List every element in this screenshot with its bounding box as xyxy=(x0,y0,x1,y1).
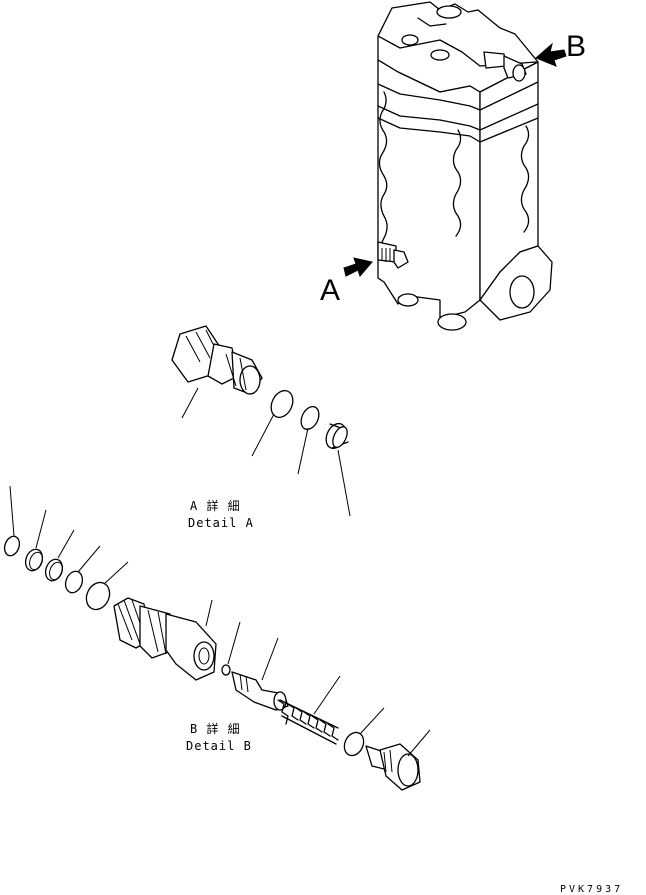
detail-b-title-jp: B 詳 細 xyxy=(190,721,241,736)
detail-b-gasket xyxy=(343,731,365,757)
detail-a-o-ring-1 xyxy=(270,389,294,419)
leader-b6 xyxy=(205,599,213,627)
detail-b-title-en: Detail B xyxy=(186,739,252,753)
valve-assembly xyxy=(377,1,553,331)
leader-b5 xyxy=(103,561,129,585)
leader-b1 xyxy=(9,485,15,537)
leader-b11 xyxy=(407,729,431,757)
leader-a4 xyxy=(337,449,351,517)
leader-b10 xyxy=(359,707,385,735)
detail-b-ring-4 xyxy=(64,570,84,594)
callout-arrow-b xyxy=(535,42,567,67)
detail-a-title-jp: A 詳 細 xyxy=(190,498,241,513)
leader-a3 xyxy=(297,427,309,475)
detail-b-small-ring xyxy=(221,664,231,676)
detail-a-plug xyxy=(171,325,263,395)
detail-a-title-en: Detail A xyxy=(188,516,254,530)
leader-b2 xyxy=(35,509,47,549)
detail-b-ring-3 xyxy=(44,558,64,582)
leader-b4 xyxy=(77,545,101,573)
detail-b-ring-2 xyxy=(24,548,44,572)
detail-b-o-ring xyxy=(85,581,111,611)
leader-b8 xyxy=(261,637,279,681)
drawing-code: PVK7937 xyxy=(560,884,623,895)
callout-arrow-a xyxy=(343,257,373,277)
leader-b7 xyxy=(227,621,241,665)
detail-a-backup-ring xyxy=(325,422,349,450)
leader-b9 xyxy=(313,675,341,715)
detail-a-o-ring-2 xyxy=(300,405,320,431)
detail-b-spring xyxy=(277,699,339,745)
leader-a2 xyxy=(251,413,275,457)
leader-b3 xyxy=(57,529,75,559)
detail-b-ring-1 xyxy=(3,535,21,557)
leader-a1 xyxy=(181,387,199,419)
detail-b-poppet xyxy=(231,671,289,711)
callout-label-a: A xyxy=(320,274,340,307)
detail-b-valve-body xyxy=(113,597,217,681)
detail-b-plug xyxy=(365,743,421,791)
callout-label-b: B xyxy=(566,30,586,63)
